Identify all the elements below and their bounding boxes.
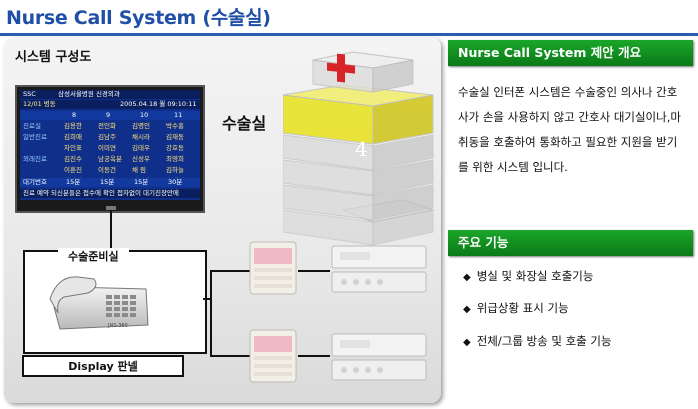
screen-row: 진료실 김용한 전인화 김명인 박수홍 bbox=[20, 122, 200, 131]
screen-row: 외래진료 김진수 남궁옥분 신성우 최영희 bbox=[20, 155, 200, 164]
wire bbox=[298, 355, 330, 357]
call-speaker-unit bbox=[249, 329, 297, 383]
screen-name-cell: 채 림 bbox=[132, 166, 147, 174]
diamond-bullet-icon: ◆ bbox=[463, 337, 471, 348]
monitor-screen: SSC 삼성서울병원 신경외과 12/01 병동 2005.04.18 월 09… bbox=[20, 90, 200, 200]
feature-item: ◆ 병실 및 화장실 호출기능 bbox=[463, 268, 593, 284]
screen-name-cell: 이미연 bbox=[98, 144, 116, 152]
screen-hospital: 삼성서울병원 신경외과 bbox=[58, 90, 120, 98]
diamond-bullet-icon: ◆ bbox=[463, 304, 471, 315]
screen-name-cell: 김태우 bbox=[132, 144, 150, 152]
screen-name-cell: 차인표 bbox=[64, 144, 82, 152]
wire bbox=[298, 270, 330, 272]
screen-row: 차인표 이미연 김태우 강호동 bbox=[20, 144, 200, 153]
screen-column-number: 11 bbox=[174, 111, 183, 119]
screen-footer-cell: 15분 bbox=[66, 178, 81, 186]
screen-name-cell: 김재동 bbox=[166, 133, 184, 141]
screen-footer-cell: 30분 bbox=[168, 178, 183, 186]
call-station-unit bbox=[331, 333, 427, 381]
prep-room-label: 수술준비실 bbox=[58, 248, 129, 264]
proposal-description: 수술실 인터폰 시스템은 수술중인 의사나 간호사가 손을 사용하지 않고 간호… bbox=[458, 85, 681, 174]
screen-row-label: 외래진료 bbox=[23, 155, 47, 163]
screen-name-cell: 박수홍 bbox=[166, 122, 184, 130]
display-panel-box bbox=[22, 355, 184, 377]
screen-name-cell: 김남주 bbox=[98, 133, 116, 141]
call-speaker-unit bbox=[249, 241, 297, 295]
monitor-stand bbox=[106, 206, 116, 210]
screen-name-cell: 남궁옥분 bbox=[98, 155, 122, 163]
features-header: 주요 기능 bbox=[448, 230, 693, 256]
display-monitor: SSC 삼성서울병원 신경외과 12/01 병동 2005.04.18 월 09… bbox=[15, 85, 205, 213]
page-title: Nurse Call System (수술실) bbox=[6, 7, 271, 29]
screen-name-cell: 김용한 bbox=[64, 122, 82, 130]
screen-datetime: 2005.04.18 월 09:10:11 bbox=[120, 100, 197, 108]
screen-ticker: 진료 예약 되신분들은 접수에 확인 접자없이 대기진장만에 bbox=[23, 189, 179, 197]
screen-row-label: 일반진료 bbox=[23, 133, 47, 141]
intercom-phone-icon: JNS-360 bbox=[49, 276, 149, 330]
display-panel-label: Display 판넬 bbox=[68, 360, 138, 373]
screen-brand: SSC bbox=[23, 90, 36, 98]
screen-name-cell: 최영희 bbox=[166, 155, 184, 163]
feature-text: 전체/그룹 방송 및 호출 기능 bbox=[476, 334, 612, 348]
screen-name-cell: 채시라 bbox=[132, 133, 150, 141]
screen-ticker-row: 진료 예약 되신분들은 접수에 확인 접자없이 대기진장만에 bbox=[20, 189, 200, 198]
feature-item: ◆ 전체/그룹 방송 및 호출 기능 bbox=[463, 333, 612, 349]
screen-name-cell: 김희애 bbox=[64, 133, 82, 141]
red-cross-icon bbox=[327, 53, 355, 83]
operating-room-label: 수술실 bbox=[222, 114, 267, 133]
screen-name-cell: 김진수 bbox=[64, 155, 82, 163]
diamond-bullet-icon: ◆ bbox=[463, 272, 471, 283]
feature-item: ◆ 위급상황 표시 기능 bbox=[463, 300, 569, 316]
screen-name-cell: 전인화 bbox=[98, 122, 116, 130]
floor-number: 4 bbox=[355, 137, 368, 161]
call-station-unit bbox=[331, 245, 427, 293]
diagram-label: 시스템 구성도 bbox=[15, 50, 92, 65]
screen-name-cell: 신성우 bbox=[132, 155, 150, 163]
screen-footer-row: 대기번호 15분 15분 15분 30분 bbox=[20, 178, 200, 187]
screen-name-cell: 이동건 bbox=[98, 166, 116, 174]
wire bbox=[210, 270, 250, 272]
screen-row: 이훈진 이동건 채 림 김하늘 bbox=[20, 166, 200, 175]
screen-footer-cell: 대기번호 bbox=[23, 178, 47, 186]
feature-text: 병실 및 화장실 호출기능 bbox=[476, 269, 594, 283]
screen-footer-cell: 15분 bbox=[134, 178, 149, 186]
screen-number-row: 8 9 10 11 bbox=[20, 111, 200, 120]
screen-name-cell: 김명인 bbox=[132, 122, 150, 130]
screen-name-cell: 강호동 bbox=[166, 144, 184, 152]
screen-row-label: 진료실 bbox=[23, 122, 41, 130]
screen-column-number: 8 bbox=[72, 111, 77, 119]
screen-column-number: 9 bbox=[106, 111, 111, 119]
screen-column-number: 10 bbox=[140, 111, 149, 119]
screen-subheader: 12/01 병동 2005.04.18 월 09:10:11 bbox=[20, 100, 200, 109]
wire bbox=[210, 355, 250, 357]
phone-model-label: JNS-360 bbox=[107, 323, 128, 329]
feature-text: 위급상황 표시 기능 bbox=[476, 301, 569, 315]
proposal-header: Nurse Call System 제안 개요 bbox=[448, 40, 693, 66]
screen-name-cell: 김하늘 bbox=[166, 166, 184, 174]
screen-header: SSC 삼성서울병원 신경외과 bbox=[20, 90, 200, 99]
screen-footer-cell: 15분 bbox=[100, 178, 115, 186]
wire bbox=[210, 270, 212, 356]
connector-line bbox=[110, 210, 112, 250]
screen-row: 일반진료 김희애 김남주 채시라 김재동 bbox=[20, 133, 200, 142]
screen-name-cell: 이훈진 bbox=[64, 166, 82, 174]
title-divider bbox=[0, 33, 698, 36]
screen-ward: 12/01 병동 bbox=[23, 100, 56, 108]
wire bbox=[203, 298, 211, 300]
building-icon: 4 bbox=[283, 51, 435, 246]
